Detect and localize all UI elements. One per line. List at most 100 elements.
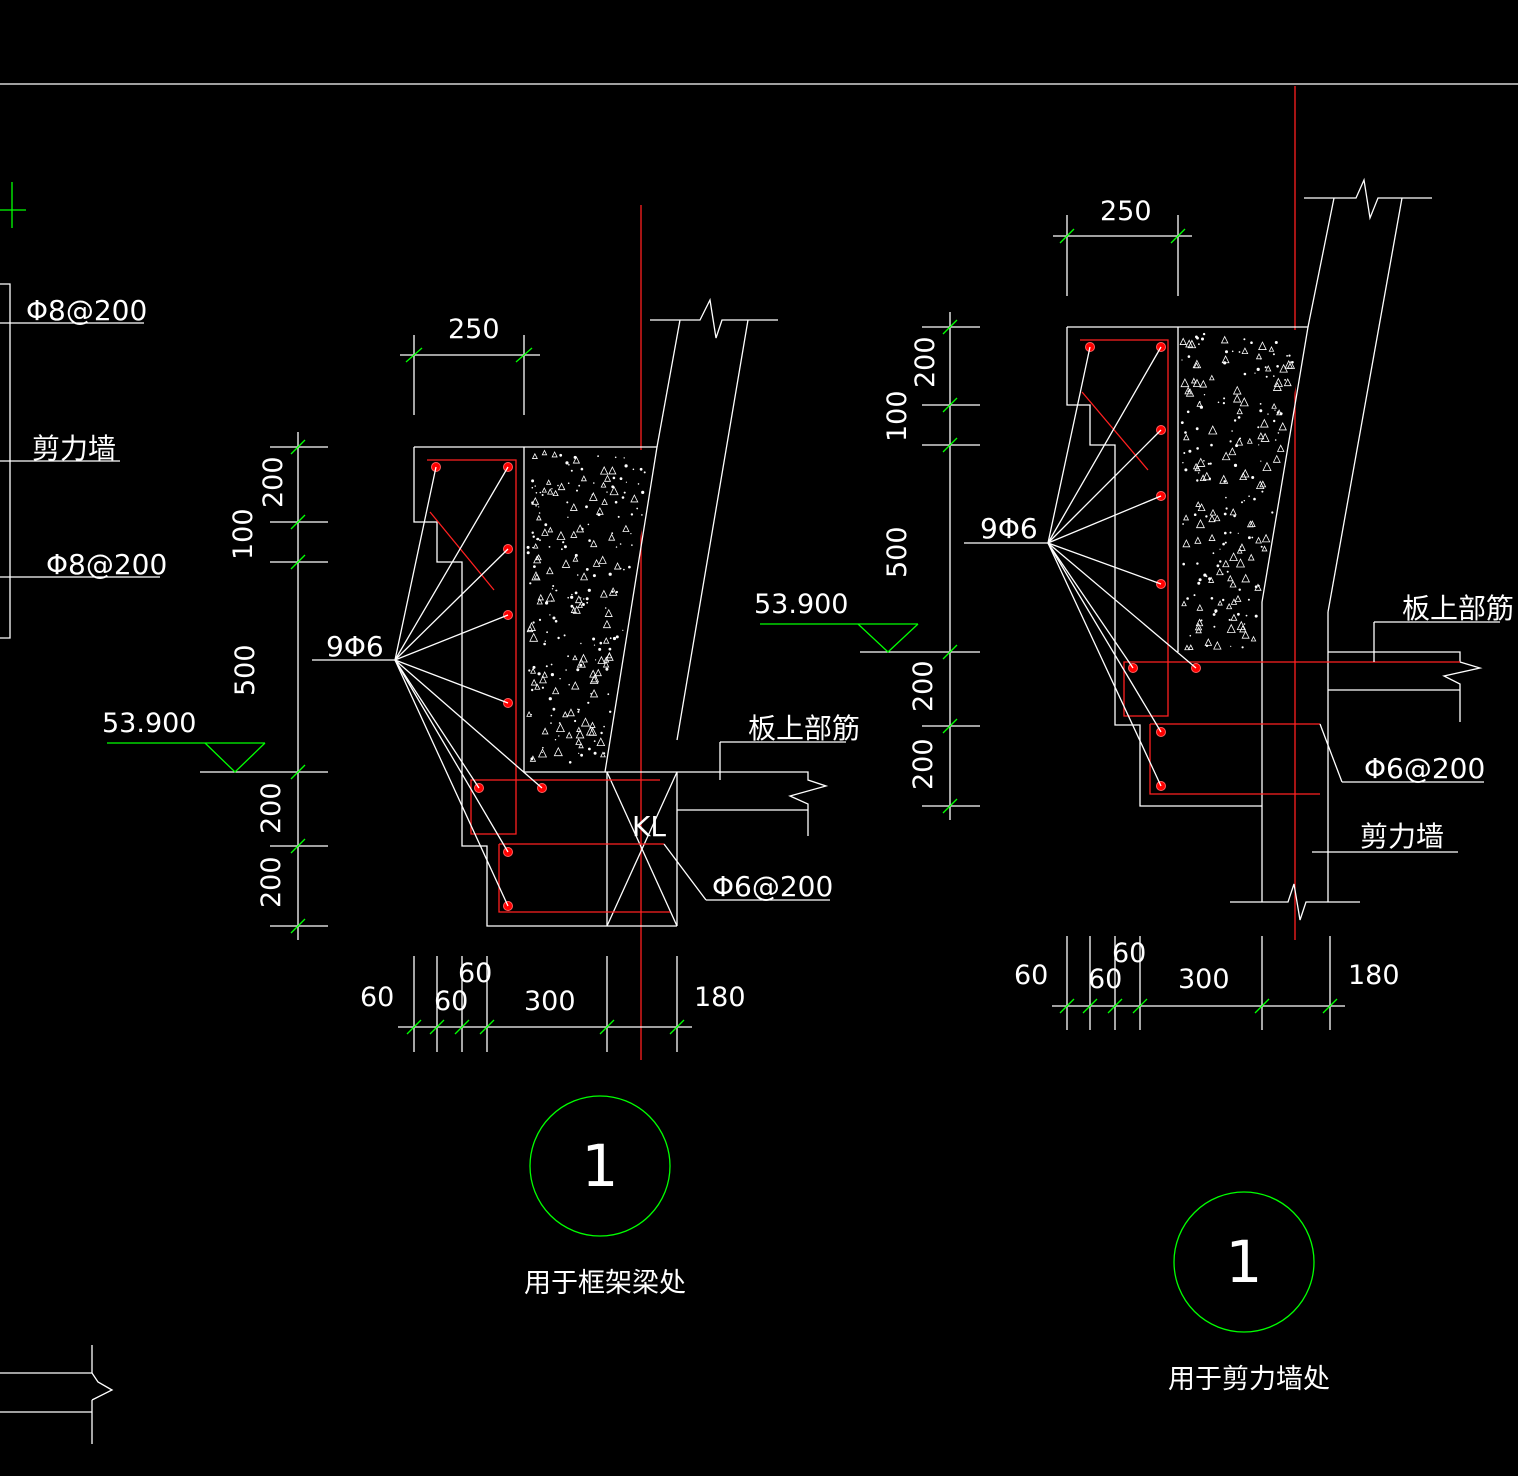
- hatch-speck: [579, 663, 583, 667]
- hatch-triangle: [1221, 451, 1231, 461]
- hatch-speck: [568, 683, 570, 686]
- hatch-speck: [1250, 341, 1253, 345]
- hatch-triangle: [1195, 501, 1202, 507]
- hatch-triangle: [602, 619, 612, 629]
- hatch-triangle: [1219, 474, 1229, 484]
- hatch-triangle: [594, 668, 602, 677]
- hatch-speck: [563, 634, 566, 637]
- hatch-speck: [625, 481, 628, 483]
- hatch-triangle: [529, 755, 537, 762]
- hatch-speck: [1243, 338, 1246, 341]
- hatch-triangle: [541, 487, 547, 493]
- hatch-speck: [1237, 416, 1241, 419]
- hatch-speck: [557, 484, 559, 487]
- vdim-b-3: 500: [882, 526, 913, 578]
- hatch-triangle: [1241, 573, 1251, 583]
- hatch-speck: [623, 457, 625, 459]
- rebar-count-label-b: 9Φ6: [980, 512, 1038, 545]
- hatch-triangle: [630, 494, 639, 503]
- hatch-triangle: [1197, 503, 1206, 512]
- left-edge-detail: Φ8@200 剪力墙 Φ8@200: [0, 182, 167, 1444]
- hatch-triangle: [1204, 638, 1213, 646]
- hatch-speck: [1201, 337, 1204, 341]
- hatch-speck: [1260, 460, 1262, 462]
- hatch-speck: [573, 455, 577, 459]
- hatch-speck: [624, 464, 628, 468]
- hatch-triangle: [577, 602, 583, 608]
- hatch-triangle: [1235, 558, 1246, 568]
- hatch-triangle: [1194, 536, 1202, 544]
- hatch-triangle: [552, 489, 559, 497]
- hatch-speck: [1259, 403, 1262, 405]
- hatch-triangle: [1230, 598, 1238, 605]
- hatch-speck: [631, 544, 633, 546]
- hatch-triangle: [537, 593, 545, 601]
- hatch-triangle: [537, 748, 548, 758]
- hatch-speck: [1271, 511, 1274, 514]
- hatch-speck: [1247, 598, 1250, 601]
- hatch-speck: [1212, 613, 1216, 616]
- vertical-dimensions: 200 100 500 200 200: [200, 432, 328, 940]
- hatch-speck: [1273, 375, 1275, 377]
- hatch-triangle: [1241, 468, 1250, 478]
- hatch-speck: [580, 642, 582, 645]
- hatch-speck: [541, 751, 543, 754]
- hatch-speck: [1228, 618, 1231, 621]
- hatch-speck: [1237, 612, 1240, 616]
- hatch-speck: [1277, 432, 1280, 434]
- hatch-speck: [1187, 355, 1191, 358]
- rebar-leader-fan-b: [964, 346, 1197, 787]
- hatch-speck: [1233, 419, 1237, 422]
- hatch-speck: [574, 719, 577, 723]
- hatch-speck: [1261, 490, 1264, 493]
- hatch-speck: [1260, 545, 1263, 548]
- hatch-triangle: [588, 492, 598, 501]
- hatch-speck: [538, 618, 542, 622]
- hatch-speck: [1248, 495, 1250, 498]
- detail-caption-b: 用于剪力墙处: [1168, 1364, 1330, 1395]
- left-wall-label: 剪力墙: [32, 432, 116, 465]
- hatch-speck: [545, 665, 548, 668]
- hatch-speck: [580, 753, 583, 757]
- vdim-4: 200: [256, 782, 287, 834]
- hatch-speck: [604, 607, 607, 609]
- detail-shear-wall: 9Φ6 250 200 100 500 200 200: [754, 86, 1514, 1395]
- hatch-triangle: [531, 496, 540, 505]
- hatch-speck: [574, 591, 578, 595]
- hatch-triangle: [535, 554, 542, 561]
- hatch-speck: [623, 491, 626, 494]
- hatch-triangle: [541, 671, 548, 678]
- hatch-speck: [577, 708, 580, 711]
- hatch-triangle: [596, 737, 606, 747]
- hatch-speck: [1225, 350, 1228, 354]
- left-rebar-bottom-label: Φ8@200: [46, 548, 167, 581]
- hatch-speck: [1237, 532, 1239, 534]
- hatch-triangle: [526, 711, 532, 717]
- hatch-speck: [568, 761, 572, 764]
- hatch-triangle: [553, 746, 563, 757]
- hatch-speck: [591, 493, 594, 496]
- hatch-triangle: [1220, 335, 1229, 344]
- hatch-speck: [532, 621, 535, 624]
- hatch-speck: [1264, 366, 1267, 369]
- hatch-triangle: [579, 653, 588, 663]
- hatch-speck: [548, 546, 551, 548]
- hatch-triangle: [603, 637, 610, 644]
- hatch-triangle: [1250, 635, 1257, 642]
- hatch-triangle: [1248, 520, 1256, 528]
- hatch-speck: [558, 722, 561, 724]
- hatch-speck: [1273, 419, 1276, 423]
- hatch-speck: [533, 565, 536, 568]
- hatch-speck: [530, 714, 533, 716]
- hatch-triangle: [530, 678, 538, 686]
- hatch-speck: [568, 464, 570, 466]
- hatch-speck: [554, 619, 558, 623]
- hatch-speck: [623, 568, 625, 571]
- hatch-triangle: [1185, 388, 1195, 397]
- hatch-speck: [1286, 355, 1288, 357]
- hatch-speck: [532, 546, 534, 549]
- hatch-speck: [551, 488, 553, 490]
- hatch-triangle: [1257, 432, 1265, 440]
- hatch-triangle: [1217, 600, 1223, 606]
- hatch-speck: [1251, 536, 1254, 539]
